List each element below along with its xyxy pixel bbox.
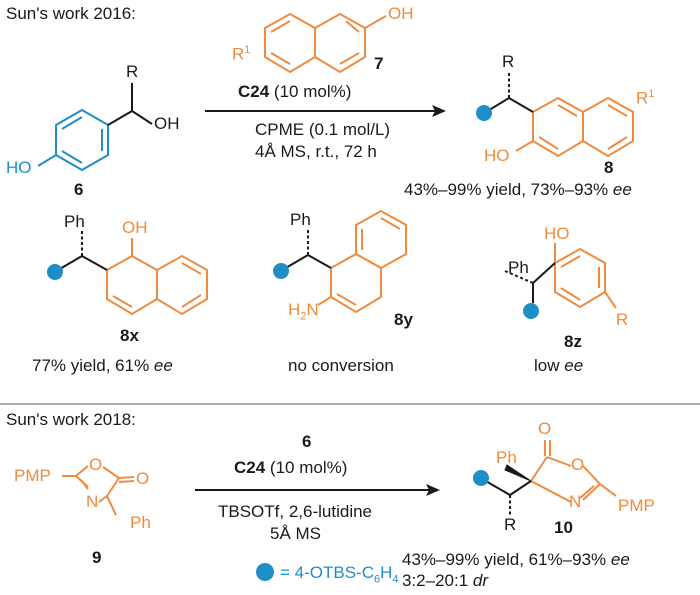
- example-8x-number: 8x: [120, 326, 139, 345]
- product-10-n-label: N: [569, 492, 582, 511]
- reaction-arrow-1: [205, 105, 446, 117]
- example-8z-ph-label: Ph: [508, 258, 529, 277]
- catalyst-line-1: C24 (10 mol%): [238, 82, 352, 101]
- product-10-ring-o: O: [571, 455, 585, 474]
- reaction-arrow-2: [195, 484, 440, 496]
- reagent-7-structure: [264, 12, 387, 74]
- compound-9-n-label: N: [86, 492, 99, 511]
- aryl-legend: = 4-OTBS-C6H4: [280, 563, 399, 586]
- example-8x-oh-label: OH: [122, 218, 148, 237]
- legend-aryl-dot: [256, 563, 274, 581]
- catalyst-c24: C24: [238, 82, 270, 101]
- reagent-7-oh-label: OH: [388, 4, 414, 23]
- aryl-dot-product-10: [473, 470, 489, 486]
- example-8z-structure: [504, 243, 617, 309]
- reagent-6-number: 6: [302, 432, 312, 451]
- example-8x-note: 77% yield, 61% ee: [32, 356, 173, 375]
- product-8-r1-label: R1: [636, 88, 655, 108]
- reagent-7-number: 7: [374, 54, 384, 73]
- product-8-ho-label: HO: [484, 146, 510, 165]
- compound-9-ph-label: Ph: [130, 513, 151, 532]
- aryl-dot-8y: [273, 263, 289, 279]
- compound-6-ho-label: HO: [6, 158, 32, 177]
- product-10-structure: [483, 440, 617, 515]
- solvent-line: CPME (0.1 mol/L): [255, 120, 391, 139]
- product-10-dr: 3:2–20:1 dr: [402, 571, 489, 590]
- compound-9-pmp-label: PMP: [14, 466, 51, 485]
- example-8x-structure: [57, 230, 208, 316]
- example-8z-number: 8z: [564, 332, 582, 351]
- compound-9-number: 9: [92, 548, 102, 567]
- example-8y-ph-label: Ph: [290, 210, 311, 229]
- product-8-yield: 43%–99% yield, 73%–93% ee: [404, 180, 632, 199]
- example-8y-note: no conversion: [288, 356, 394, 375]
- catalyst-line-2: C24 (10 mol%): [234, 458, 348, 477]
- aryl-dot-8z: [523, 303, 539, 319]
- conditions-line: 4Å MS, r.t., 72 h: [255, 142, 377, 161]
- product-10-carbonyl-o: O: [538, 419, 552, 438]
- product-8-structure: [485, 72, 634, 158]
- section-1-heading: Sun's work 2016:: [6, 4, 136, 23]
- product-10-number: 10: [554, 518, 573, 537]
- example-8y-structure: [283, 209, 407, 314]
- example-8z-ho-label: HO: [544, 224, 570, 243]
- compound-6-oh-label: OH: [154, 114, 180, 133]
- product-10-ph-label: Ph: [496, 448, 517, 467]
- product-10-yield: 43%–99% yield, 61%–93% ee: [402, 550, 630, 569]
- product-10-r-label: R: [504, 515, 517, 534]
- aryl-dot-8x: [47, 264, 63, 280]
- example-8z-note: low ee: [534, 356, 584, 375]
- conditions-2-line-2: 5Å MS: [270, 524, 322, 543]
- example-8y-amine-label: H2N: [288, 300, 319, 323]
- compound-9-structure: [62, 465, 135, 516]
- compound-6-structure: [37, 83, 153, 172]
- compound-9-carbonyl-o: O: [136, 469, 150, 488]
- aryl-dot-product-8: [476, 105, 492, 121]
- product-8-number: 8: [604, 158, 614, 177]
- product-10-pmp-label: PMP: [618, 496, 655, 515]
- example-8z-r-label: R: [616, 310, 629, 329]
- conditions-2-line-1: TBSOTf, 2,6-lutidine: [218, 502, 373, 521]
- catalyst-c24-2018: C24: [234, 458, 266, 477]
- section-2-heading: Sun's work 2018:: [6, 410, 136, 429]
- example-8x-ph-label: Ph: [64, 212, 85, 231]
- compound-6-r-label: R: [126, 62, 139, 81]
- compound-9-ring-o: O: [89, 455, 103, 474]
- reagent-7-r1-label: R1: [232, 44, 251, 64]
- example-8y-number: 8y: [394, 310, 413, 329]
- product-8-r-label: R: [502, 52, 515, 71]
- compound-6-number: 6: [74, 180, 84, 199]
